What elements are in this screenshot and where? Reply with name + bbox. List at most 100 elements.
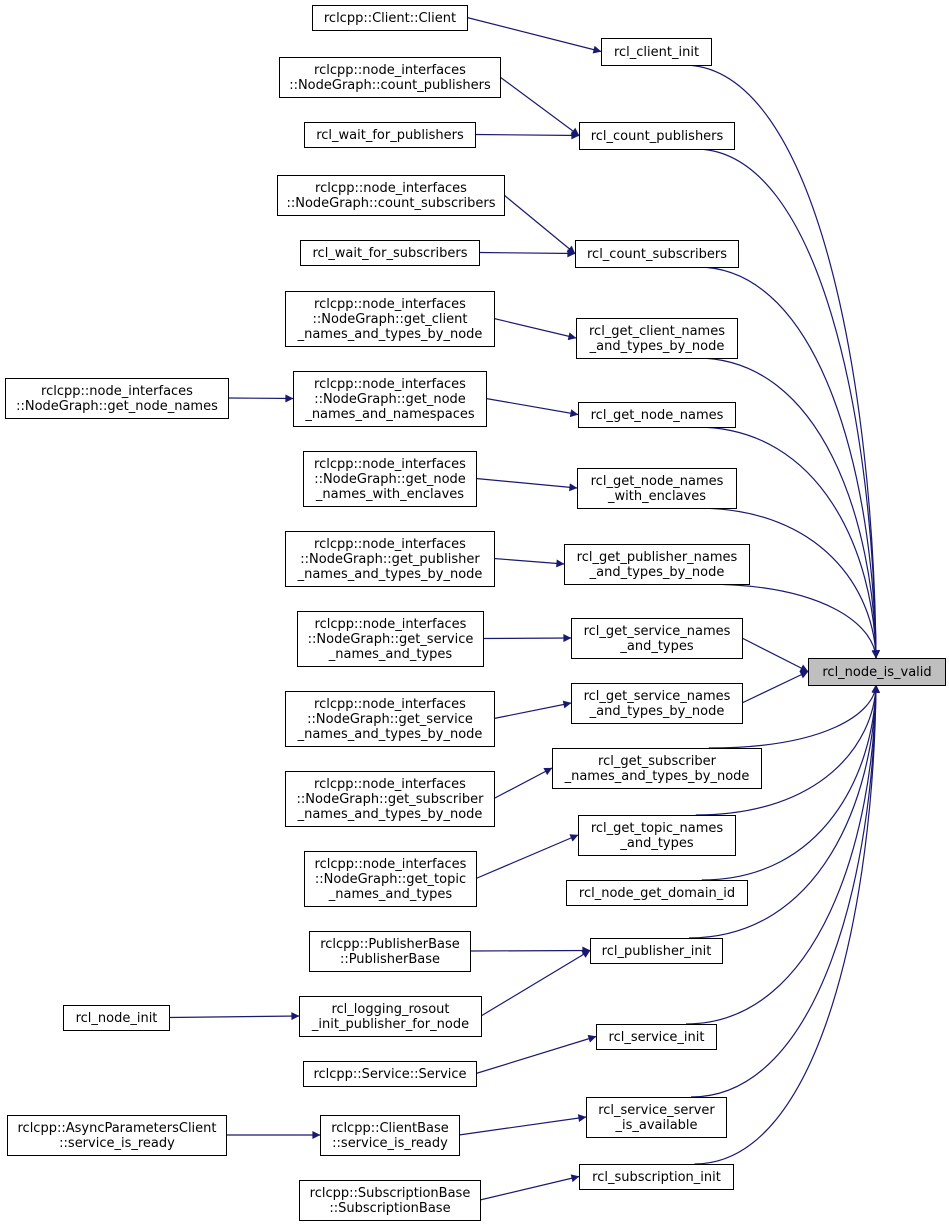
node-async-parameters-client-service-is-ready[interactable]: rclcpp::AsyncParametersClient::service_i… <box>7 1115 227 1156</box>
edge-arrow <box>493 700 572 720</box>
node-rcl-get-subscriber-names[interactable]: rcl_get_subscriber_names_and_types_by_no… <box>552 748 762 789</box>
node-nodegraph-get-node-names-with-enclaves[interactable]: rclcpp::node_interfaces::NodeGraph::get_… <box>303 451 477 507</box>
node-rcl-service-init[interactable]: rcl_service_init <box>596 1024 717 1050</box>
node-nodegraph-count-publishers[interactable]: rclcpp::node_interfaces::NodeGraph::coun… <box>279 57 501 98</box>
node-rcl-publisher-init[interactable]: rcl_publisher_init <box>590 938 723 964</box>
node-rclcpp-client-client[interactable]: rclcpp::Client::Client <box>312 5 468 31</box>
node-label-line: ::NodeGraph::get_service <box>308 632 474 647</box>
node-label-line: _and_types <box>619 836 693 851</box>
node-rcl-get-node-names-with-enclaves[interactable]: rcl_get_node_names_with_enclaves <box>577 468 737 509</box>
node-rcl-node-init[interactable]: rcl_node_init <box>63 1005 170 1031</box>
node-rcl-count-subscribers[interactable]: rcl_count_subscribers <box>575 240 739 268</box>
node-label-line: _init_publisher_for_node <box>311 1017 469 1032</box>
edge-rcl-logging-rosout-init-to-rcl-publisher-init <box>480 949 591 1017</box>
edge-arrow <box>683 64 880 659</box>
edge-arrow <box>696 507 880 659</box>
node-publisherbase[interactable]: rclcpp::PublisherBase::PublisherBase <box>309 931 471 972</box>
edge-arrow <box>482 634 572 643</box>
node-nodegraph-get-service-names-by-node[interactable]: rclcpp::node_interfaces::NodeGraph::get_… <box>285 691 495 747</box>
edge-rcl-node-get-domain-id-to-rcl-node-is-valid <box>701 684 880 881</box>
node-nodegraph-get-topic-names[interactable]: rclcpp::node_interfaces::NodeGraph::get_… <box>304 851 477 907</box>
node-box <box>297 611 484 667</box>
edge-rcl-wait-for-publishers-to-rcl-count-publishers <box>474 131 580 140</box>
node-nodegraph-get-service-names[interactable]: rclcpp::node_interfaces::NodeGraph::get_… <box>297 611 484 667</box>
node-rcl-client-init[interactable]: rcl_client_init <box>601 38 712 66</box>
node-rcl-node-get-domain-id[interactable]: rcl_node_get_domain_id <box>566 880 748 906</box>
node-label-line: rcl_node_get_domain_id <box>579 886 735 901</box>
edge-arrow <box>695 148 880 659</box>
node-rcl-get-topic-names[interactable]: rcl_get_topic_names_and_types <box>578 815 736 856</box>
node-label-line: rcl_get_topic_names <box>591 821 724 836</box>
node-box <box>579 1164 734 1190</box>
node-rcl-get-node-names[interactable]: rcl_get_node_names <box>578 402 736 428</box>
edge-rcl-get-subscriber-names-to-rcl-node-is-valid <box>708 684 880 749</box>
node-box <box>590 938 723 964</box>
node-label-line: rclcpp::node_interfaces <box>314 297 466 312</box>
node-rcl-count-publishers[interactable]: rcl_count_publishers <box>579 122 735 150</box>
node-box <box>303 451 477 507</box>
node-label-line: _with_enclaves <box>607 489 706 504</box>
edge-arrow <box>702 583 880 659</box>
edge-arrow <box>741 670 809 704</box>
node-box <box>552 748 762 789</box>
node-label-line: ::NodeGraph::get_subscriber <box>297 792 485 807</box>
edge-nodegraph-get-subscriber-names-to-rcl-get-subscriber-names <box>493 767 553 800</box>
node-rcl-node-is-valid[interactable]: rcl_node_is_valid <box>808 658 946 686</box>
node-rcl-subscription-init[interactable]: rcl_subscription_init <box>579 1164 734 1190</box>
edge-rcl-count-publishers-to-rcl-node-is-valid <box>695 148 880 659</box>
node-box <box>575 240 739 268</box>
node-box <box>303 1061 477 1087</box>
node-label-line: rclcpp::node_interfaces <box>315 617 467 632</box>
node-label-line: rcl_wait_for_publishers <box>316 128 464 143</box>
node-rcl-wait-for-subscribers[interactable]: rcl_wait_for_subscribers <box>300 240 480 266</box>
edge-arrow <box>475 834 579 880</box>
node-subscriptionbase[interactable]: rclcpp::SubscriptionBase::SubscriptionBa… <box>299 1180 481 1221</box>
edge-rcl-get-node-names-to-rcl-node-is-valid <box>695 426 880 659</box>
node-label-line: rcl_subscription_init <box>592 1170 721 1185</box>
edge-arrow <box>479 1174 580 1201</box>
node-box <box>304 851 477 907</box>
node-nodegraph-get-subscriber-names[interactable]: rclcpp::node_interfaces::NodeGraph::get_… <box>285 771 495 827</box>
edge-arrow <box>499 76 580 136</box>
node-label-line: _and_types_by_node <box>589 704 725 719</box>
node-rcl-get-client-names[interactable]: rcl_get_client_names_and_types_by_node <box>576 318 738 359</box>
edge-rcl-service-init-to-rcl-node-is-valid <box>685 684 880 1025</box>
edge-arrow <box>474 131 580 140</box>
node-rcl-get-publisher-names[interactable]: rcl_get_publisher_names_and_types_by_nod… <box>564 544 750 585</box>
node-rcl-service-server-is-available[interactable]: rcl_service_server_is_available <box>586 1097 727 1138</box>
edge-arrow <box>493 767 553 800</box>
node-rcl-wait-for-publishers[interactable]: rcl_wait_for_publishers <box>304 122 476 148</box>
edge-nodegraph-get-publisher-names-to-rcl-get-publisher-names <box>493 557 565 568</box>
edge-arrow <box>708 684 880 749</box>
node-label-line: ::SubscriptionBase <box>329 1201 450 1216</box>
node-label-line: rclcpp::node_interfaces <box>314 457 466 472</box>
node-box <box>571 683 743 724</box>
node-rcl-logging-rosout-init[interactable]: rcl_logging_rosout_init_publisher_for_no… <box>299 996 482 1037</box>
node-label-line: ::PublisherBase <box>340 952 440 967</box>
node-label-line: _and_types_by_node <box>589 565 725 580</box>
node-label-line: rcl_get_service_names <box>584 624 731 639</box>
node-nodegraph-get-node-names-and-namespaces[interactable]: rclcpp::node_interfaces::NodeGraph::get_… <box>293 371 487 427</box>
edge-nodegraph-count-publishers-to-rcl-count-publishers <box>499 76 580 136</box>
edge-rcl-count-subscribers-to-rcl-node-is-valid <box>697 266 880 659</box>
node-clientbase-service-is-ready[interactable]: rclcpp::ClientBase::service_is_ready <box>320 1115 460 1156</box>
node-rcl-get-service-names[interactable]: rcl_get_service_names_and_types <box>571 618 743 659</box>
node-label-line: _names_and_types <box>328 887 453 902</box>
node-label-line: ::NodeGraph::get_node <box>314 392 466 407</box>
node-nodegraph-count-subscribers[interactable]: rclcpp::node_interfaces::NodeGraph::coun… <box>277 175 505 216</box>
node-rcl-get-service-names-by-node[interactable]: rcl_get_service_names_and_types_by_node <box>571 683 743 724</box>
node-box <box>577 468 737 509</box>
edges <box>168 16 880 1201</box>
edge-arrow <box>695 426 880 659</box>
node-label-line: ::NodeGraph::get_node_names <box>16 399 218 414</box>
node-box <box>285 771 495 827</box>
node-rclcpp-service-service[interactable]: rclcpp::Service::Service <box>303 1061 477 1087</box>
node-box <box>293 371 487 427</box>
node-label-line: ::NodeGraph::count_subscribers <box>286 196 495 211</box>
node-nodegraph-get-publisher-names[interactable]: rclcpp::node_interfaces::NodeGraph::get_… <box>285 531 495 587</box>
node-nodegraph-get-node-names[interactable]: rclcpp::node_interfaces::NodeGraph::get_… <box>5 378 229 419</box>
node-label-line: _is_available <box>614 1118 697 1133</box>
node-nodegraph-get-client-names[interactable]: rclcpp::node_interfaces::NodeGraph::get_… <box>285 291 495 347</box>
node-label-line: rcl_publisher_init <box>602 944 712 959</box>
